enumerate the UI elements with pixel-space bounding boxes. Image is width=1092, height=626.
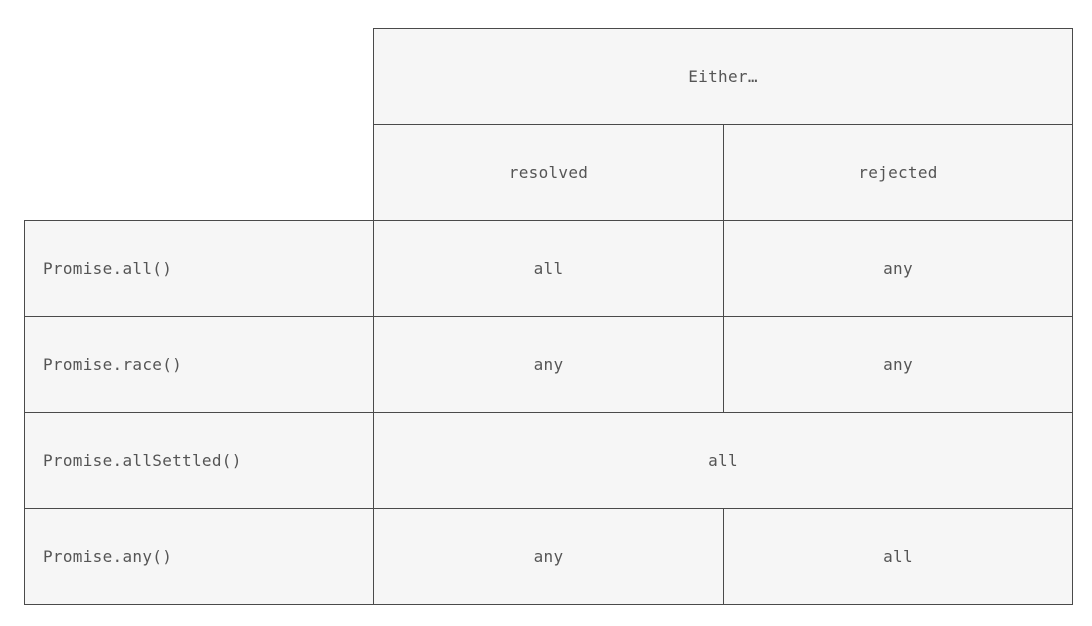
row-label-promise-race: Promise.race() (24, 316, 374, 413)
cell-promise-allsettled-merged: all (373, 412, 1073, 509)
table-header-row-either: Either… (25, 28, 1073, 125)
cell-promise-all-rejected: any (723, 220, 1073, 317)
corner-blank-top (25, 29, 374, 125)
table-row: Promise.allSettled() all (24, 412, 1073, 509)
table-row: Promise.race() any any (24, 316, 1073, 413)
cell-promise-race-resolved: any (373, 316, 724, 413)
row-label-promise-all: Promise.all() (24, 220, 374, 317)
header-rejected: rejected (723, 124, 1073, 221)
corner-blank-bottom (25, 125, 374, 221)
table-row: Promise.all() all any (24, 220, 1073, 317)
table-row: Promise.any() any all (24, 508, 1073, 605)
cell-promise-any-rejected: all (723, 508, 1073, 605)
cell-promise-any-resolved: any (373, 508, 724, 605)
header-resolved: resolved (373, 124, 724, 221)
table-header-row-states: resolved rejected (25, 124, 1073, 221)
row-label-promise-any: Promise.any() (24, 508, 374, 605)
cell-promise-race-rejected: any (723, 316, 1073, 413)
row-label-promise-allsettled: Promise.allSettled() (24, 412, 374, 509)
cell-promise-all-resolved: all (373, 220, 724, 317)
header-either: Either… (373, 28, 1073, 125)
promise-comparison-table: Either… resolved rejected Promise.all() … (24, 28, 1073, 605)
